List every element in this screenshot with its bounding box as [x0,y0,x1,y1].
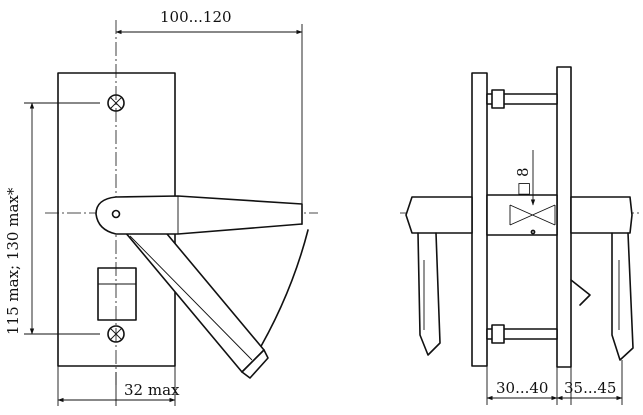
bolt-bottom [486,324,558,344]
lever-left [405,196,473,356]
rose-plate-left [471,72,488,367]
label-handle-spread: 100...120 [160,8,232,26]
door-body [486,194,558,236]
label-rose-thickness: 35...45 [564,379,616,397]
dim-square: □ 8 [514,150,536,206]
dim-height: 115 max; 130 max* [4,102,100,335]
label-square: □ 8 [514,168,532,196]
bolt-top [486,89,558,109]
side-view: □ 8 30...40 35...45 [400,66,640,405]
rose-plate-right [556,66,572,368]
dim-door-thickness: 30...40 [486,379,558,401]
screw-hole-bottom [107,325,125,343]
dim-rose-thickness: 35...45 [556,379,623,401]
lever-right [570,196,634,361]
screw-hole-top [107,94,125,112]
handle-horizontal [95,195,303,235]
label-door-thickness: 30...40 [496,379,548,397]
front-view: 100...120 115 max; 130 max* 32 max [4,8,318,406]
key-cutout [97,267,137,321]
label-depth: 32 max [124,381,180,399]
dim-depth: 32 max [57,366,180,406]
label-height: 115 max; 130 max* [4,187,22,335]
dim-handle-spread: 100...120 [115,8,303,225]
